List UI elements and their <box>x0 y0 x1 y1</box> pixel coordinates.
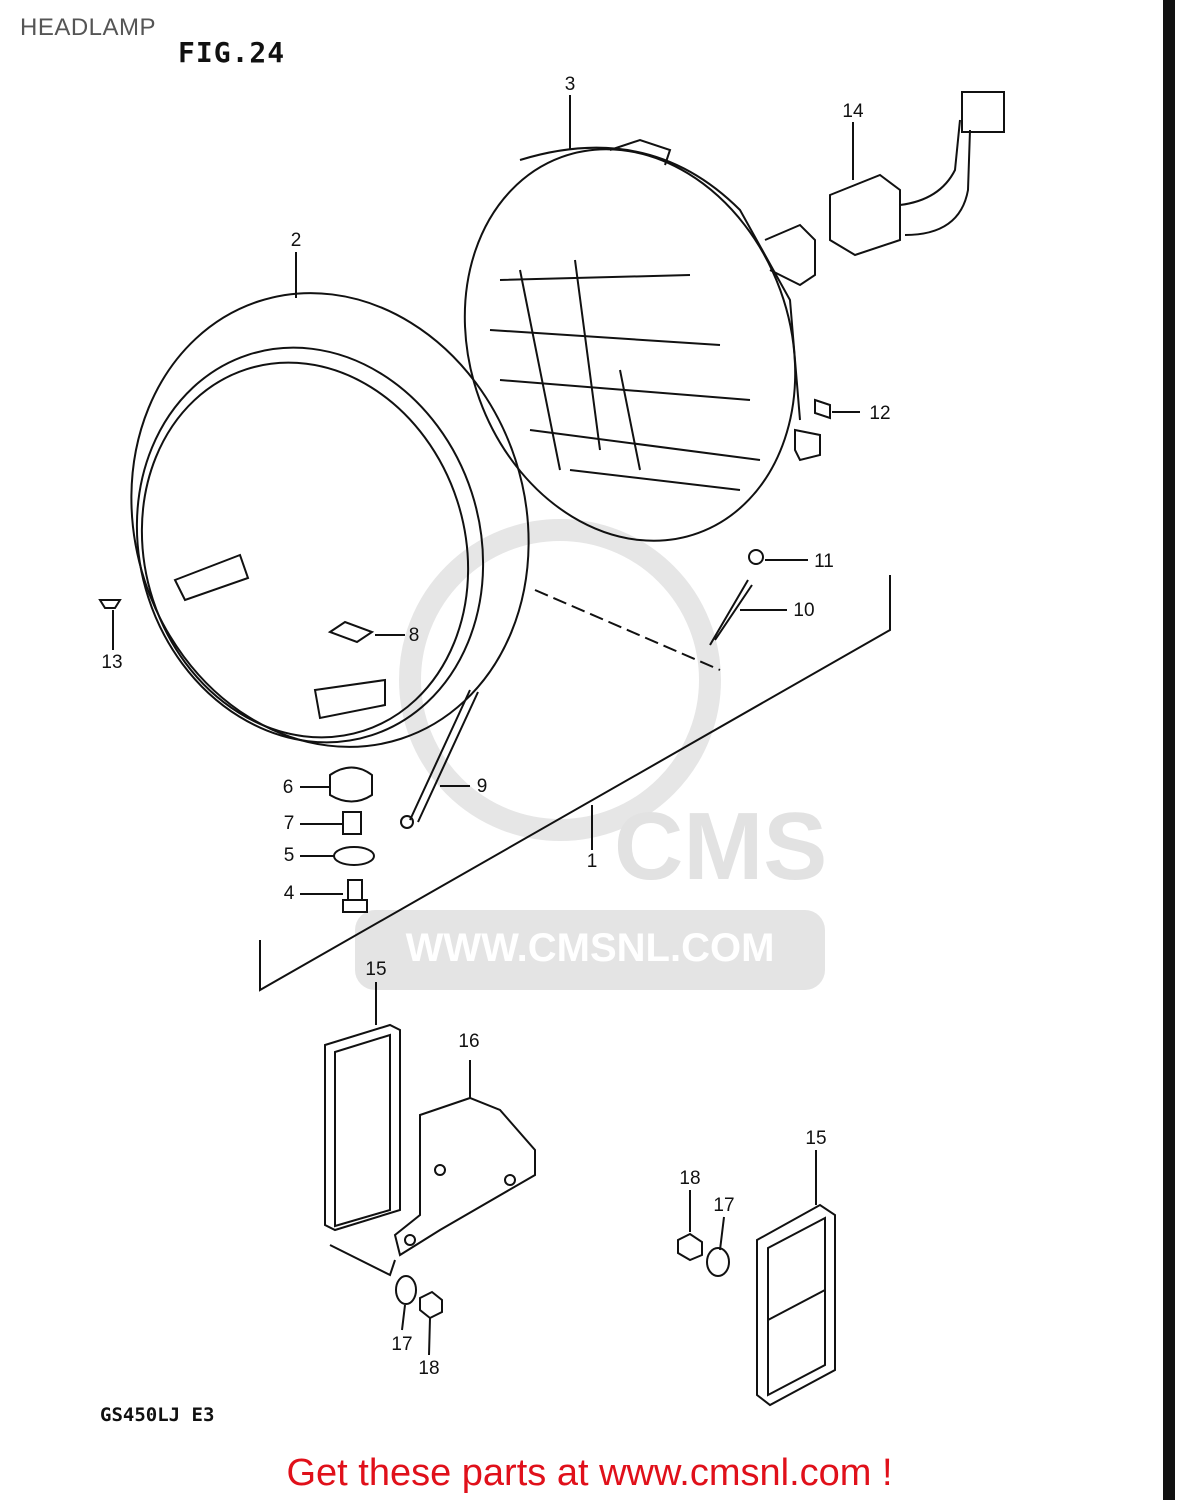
figure-label: FIG.24 <box>178 36 286 69</box>
screw-9[interactable] <box>409 689 479 823</box>
callout-12[interactable]: 12 <box>869 403 891 424</box>
callout-18[interactable]: 18 <box>679 1168 701 1189</box>
bracket-tab <box>794 428 821 462</box>
spring-10[interactable] <box>709 579 787 646</box>
reflector-15-left[interactable] <box>324 1023 401 1232</box>
wiring-connector[interactable] <box>829 91 1005 257</box>
callout-17[interactable]: 17 <box>713 1195 735 1216</box>
callout-8[interactable]: 8 <box>408 625 420 646</box>
clip-12[interactable] <box>814 398 860 420</box>
callout-17[interactable]: 17 <box>391 1334 413 1355</box>
watermark-logo: CMS <box>614 793 828 900</box>
nut-11[interactable] <box>748 549 764 565</box>
callout-2[interactable]: 2 <box>290 230 302 251</box>
callout-15[interactable]: 15 <box>805 1128 827 1149</box>
washer-17-left[interactable] <box>395 1275 417 1305</box>
bolt-4[interactable] <box>300 879 368 913</box>
cushion-6[interactable] <box>300 766 373 803</box>
washer-5[interactable] <box>333 846 375 866</box>
page-title: HEADLAMP <box>20 14 157 41</box>
callout-5[interactable]: 5 <box>283 845 295 866</box>
washer-17-right[interactable] <box>706 1247 730 1277</box>
nut-18-left[interactable] <box>419 1290 443 1320</box>
callout-14[interactable]: 14 <box>842 101 864 122</box>
bracket-16[interactable] <box>393 1060 536 1257</box>
callout-4[interactable]: 4 <box>283 883 295 904</box>
callout-9[interactable]: 9 <box>476 776 488 797</box>
screw-13[interactable] <box>98 599 122 650</box>
callout-3[interactable]: 3 <box>564 74 576 95</box>
model-label: GS450LJ E3 <box>100 1404 215 1426</box>
callout-15[interactable]: 15 <box>365 959 387 980</box>
headlamp-rim[interactable] <box>73 241 586 799</box>
footer-link[interactable]: Get these parts at www.cmsnl.com ! <box>286 1452 893 1494</box>
nut-8[interactable] <box>327 620 405 644</box>
headlamp-unit[interactable] <box>411 102 849 587</box>
callout-13[interactable]: 13 <box>101 652 123 673</box>
watermark-url: WWW.CMSNL.COM <box>405 926 775 970</box>
spacer-7[interactable] <box>342 811 362 835</box>
callout-7[interactable]: 7 <box>283 813 295 834</box>
reflector-15-right[interactable] <box>756 1150 836 1407</box>
callout-10[interactable]: 10 <box>793 600 815 621</box>
callout-1[interactable]: 1 <box>586 851 598 872</box>
guide-line <box>329 1244 396 1277</box>
callout-11[interactable]: 11 <box>814 551 834 572</box>
nut-18-right[interactable] <box>677 1232 703 1262</box>
callout-18[interactable]: 18 <box>418 1358 440 1379</box>
assembly-bracket-line <box>259 575 891 992</box>
callout-6[interactable]: 6 <box>282 777 294 798</box>
callout-16[interactable]: 16 <box>458 1031 480 1052</box>
right-edge-bar <box>1163 0 1175 1500</box>
